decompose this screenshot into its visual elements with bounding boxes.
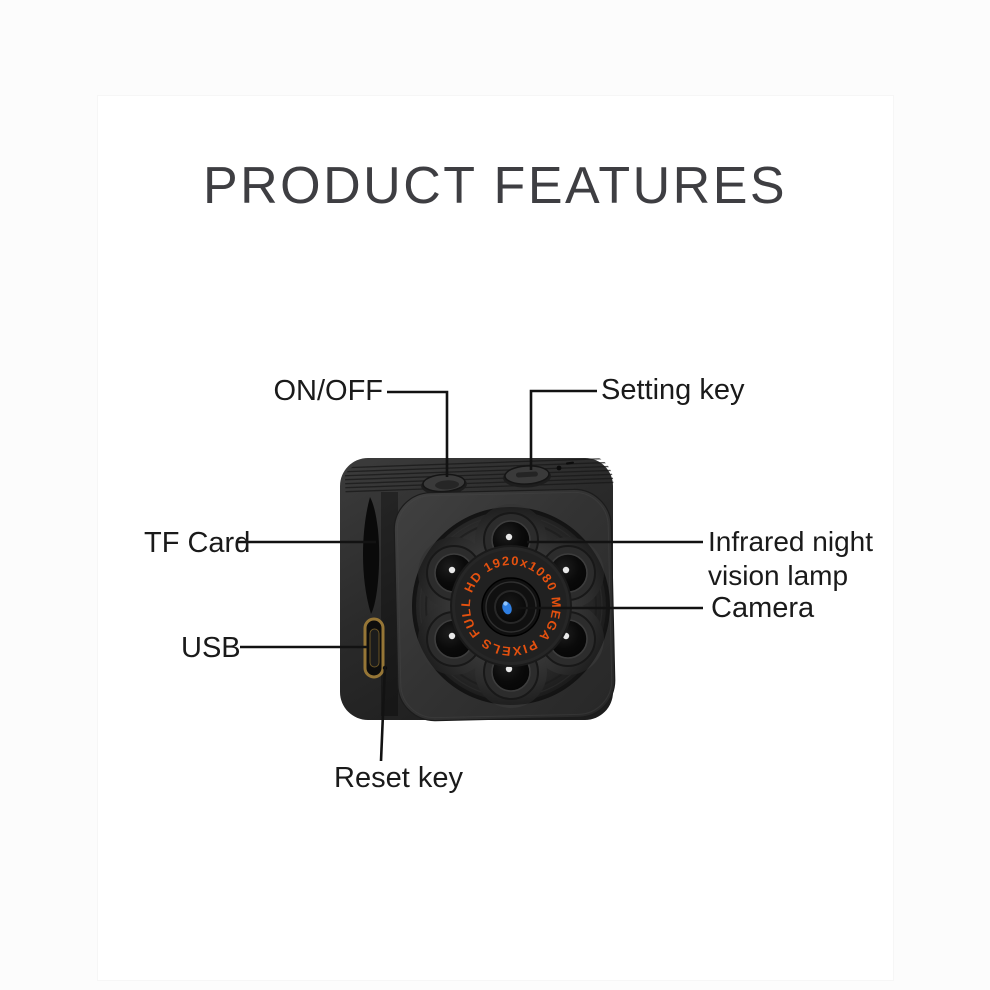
usb-label: USB [181,632,241,664]
setting-button [503,465,552,488]
top-ridges [344,457,616,493]
page-title: PRODUCT FEATURES [202,157,788,215]
setting-key-label: Setting key [601,374,745,406]
reset-key-label: Reset key [334,762,463,794]
mic-hole [556,465,562,471]
tf-card-label: TF Card [144,527,251,559]
lens-assembly: FULL HD 1920x1080 MEGA PIXELS [450,545,572,667]
ir-led [540,545,596,601]
top-mark [566,461,574,465]
infrared-label: Infrared night vision lamp [708,526,873,591]
on-off-label: ON/OFF [273,375,383,407]
tf-card-slot [363,497,380,614]
lens-glint-highlight [503,601,508,606]
leader-lines [238,389,703,762]
usb-port [363,617,385,679]
on-off-button [421,473,468,496]
camera-body: FULL HD 1920x1080 MEGA PIXELS [340,457,616,722]
side-shade [381,492,398,716]
camera-label: Camera [711,592,815,624]
on-off-leader-line [387,390,449,477]
front-circle: FULL HD 1920x1080 MEGA PIXELS [412,504,610,708]
setting-key-leader-line [529,389,597,470]
reset-key-leader-line [379,665,387,762]
